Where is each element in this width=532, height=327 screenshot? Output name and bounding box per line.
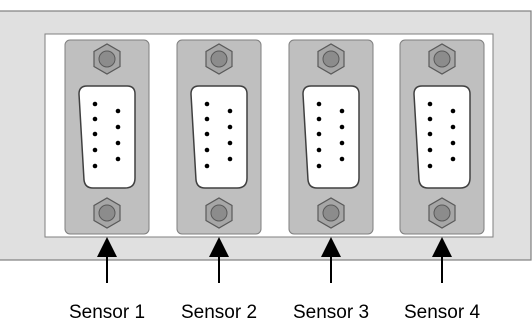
db9-connector-3 xyxy=(288,39,374,235)
connector-shell xyxy=(190,85,248,189)
db9-connector-2 xyxy=(176,39,262,235)
sensor-label: Sensor 1 xyxy=(69,302,145,323)
connector-pins xyxy=(92,101,121,169)
db9-connector-4 xyxy=(399,39,485,235)
top-hex-nut-icon xyxy=(205,43,233,75)
connector-shell xyxy=(413,85,471,189)
bottom-hex-nut-icon xyxy=(428,197,456,229)
top-hex-nut-icon xyxy=(93,43,121,75)
connector-shell xyxy=(302,85,360,189)
sensor-label: Sensor 3 xyxy=(293,302,369,323)
bottom-hex-nut-icon xyxy=(205,197,233,229)
connector-shell xyxy=(78,85,136,189)
sensor-label: Sensor 2 xyxy=(181,302,257,323)
top-hex-nut-icon xyxy=(317,43,345,75)
bottom-hex-nut-icon xyxy=(317,197,345,229)
top-hex-nut-icon xyxy=(428,43,456,75)
bottom-hex-nut-icon xyxy=(93,197,121,229)
connector-pins xyxy=(427,101,456,169)
connector-pins xyxy=(204,101,233,169)
connector-pins xyxy=(316,101,345,169)
db9-connector-1 xyxy=(64,39,150,235)
sensor-label: Sensor 4 xyxy=(404,302,480,323)
